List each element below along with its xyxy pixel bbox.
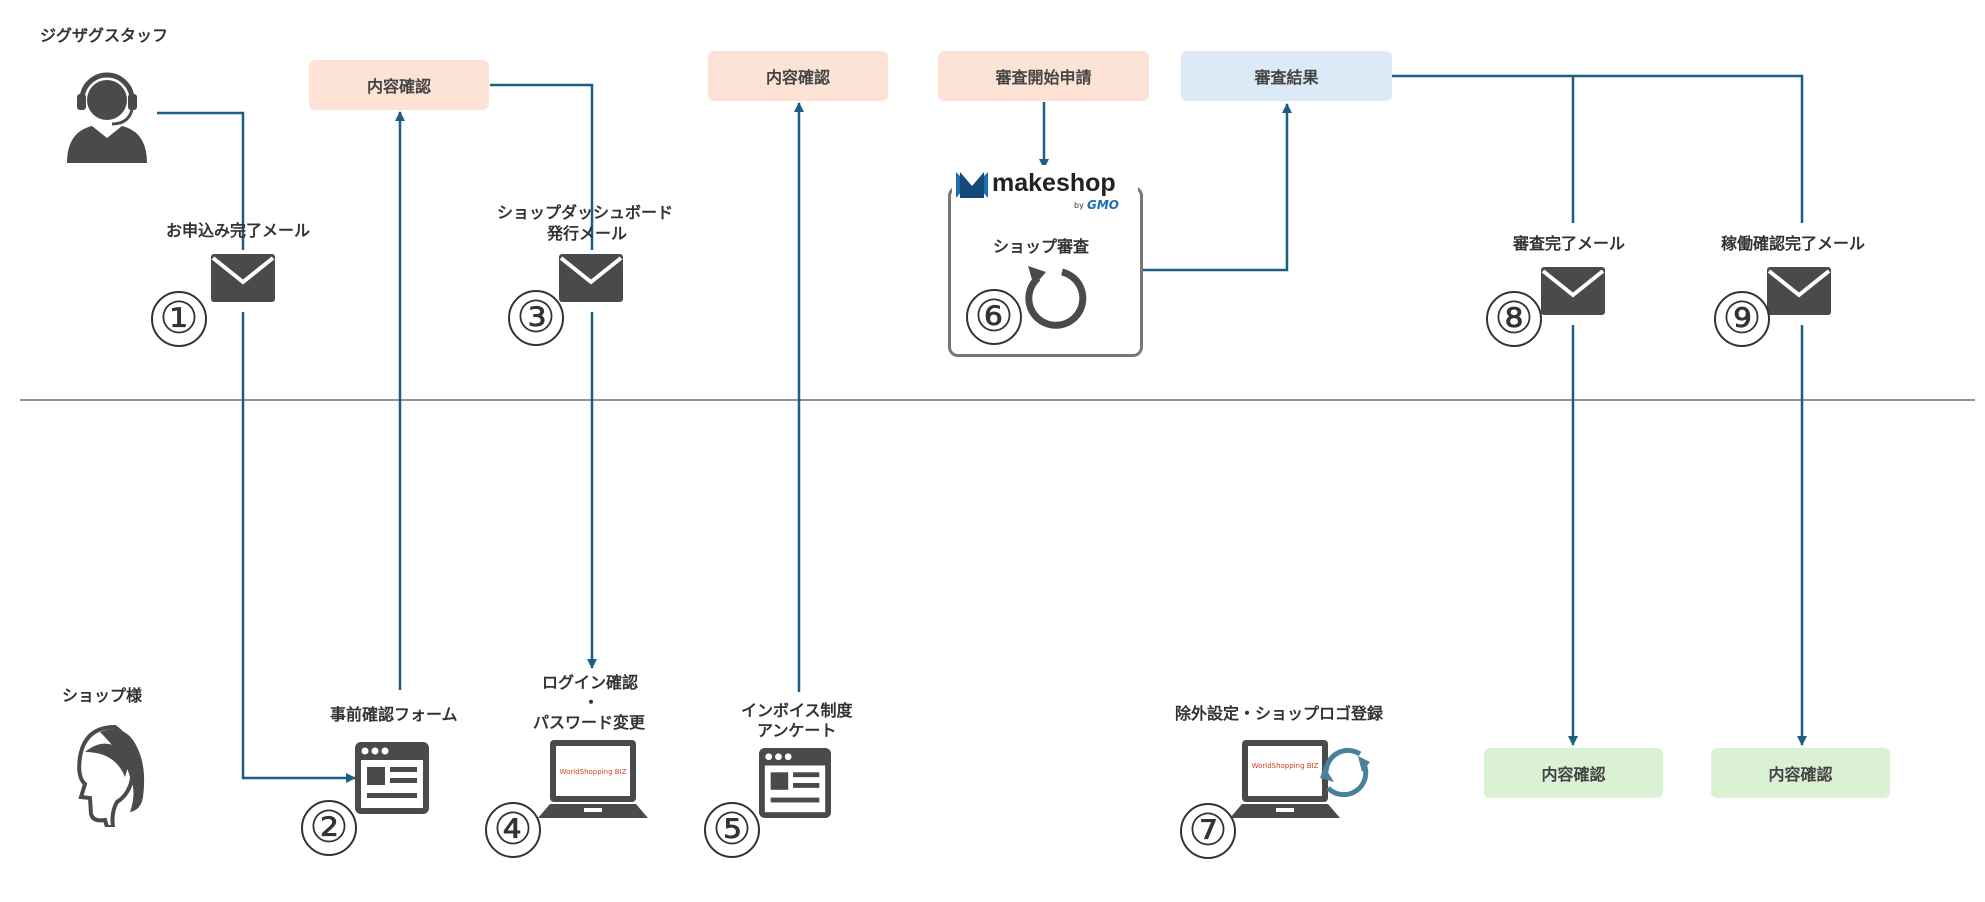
line-confirm-1-to-mail-3 <box>490 83 594 250</box>
laptop-screen-text: WorldShopping BIZ <box>1252 762 1319 770</box>
form-window-icon <box>759 747 831 819</box>
confirm-box-1: 内容確認 <box>309 60 489 110</box>
line-mail-1-to-form-2 <box>241 312 356 783</box>
step-4-label-line-2: ・ <box>583 693 600 712</box>
staff-role-label: ジグザグスタッフ <box>40 26 169 45</box>
step-2-label: 事前確認フォーム <box>330 705 458 724</box>
makeshop-gmo-text: GMO <box>1087 198 1119 212</box>
makeshop-brand-text: makeshop <box>992 169 1116 197</box>
step-8-number: ⑧ <box>1486 291 1542 347</box>
step-7-label: 除外設定・ショップロゴ登録 <box>1175 704 1384 723</box>
confirm-box-8: 内容確認 <box>1484 748 1663 798</box>
step-8-label: 審査完了メール <box>1513 234 1626 253</box>
step-6-label: ショップ審査 <box>993 237 1090 256</box>
mail-icon <box>211 254 275 302</box>
mail-icon <box>1541 267 1605 315</box>
step-4-number: ④ <box>485 802 541 858</box>
step-7-number: ⑦ <box>1180 803 1236 859</box>
makeshop-m-icon <box>956 172 988 198</box>
review-result-box: 審査結果 <box>1181 51 1392 101</box>
step-4-label-line-1: ログイン確認 <box>542 673 639 692</box>
step-5-number: ⑤ <box>704 802 760 858</box>
mail-icon <box>1767 267 1831 315</box>
laptop-refresh-icon: WorldShopping BIZ <box>1230 740 1370 818</box>
laptop-screen-text: WorldShopping BIZ <box>560 768 627 776</box>
step-6-number: ⑥ <box>966 289 1022 345</box>
shop-role-label: ショップ様 <box>62 686 143 705</box>
review-request-box: 審査開始申請 <box>938 51 1149 101</box>
step-1-number: ① <box>151 291 207 347</box>
form-window-icon <box>355 742 429 814</box>
step-3-label-line-1: ショップダッシュボード <box>497 203 674 222</box>
line-result-to-branches <box>1392 74 1804 223</box>
step-5-label-line-2: アンケート <box>757 721 837 740</box>
step-5-label-line-1: インボイス制度 <box>741 701 853 720</box>
mail-icon <box>559 254 623 302</box>
confirm-box-9: 内容確認 <box>1711 748 1890 798</box>
step-2-number: ② <box>301 800 357 856</box>
makeshop-logo: makeshop by GMO <box>952 165 1138 215</box>
step-9-label: 稼働確認完了メール <box>1721 234 1866 253</box>
laptop-icon: WorldShopping BIZ <box>538 740 648 818</box>
step-3-label-line-2: 発行メール <box>547 224 628 243</box>
makeshop-by-text: by <box>1074 201 1084 210</box>
step-4-label-line-3: パスワード変更 <box>533 713 646 732</box>
line-review-to-result <box>1140 103 1292 272</box>
step-1-label: お申込み完了メール <box>166 221 311 240</box>
line-staff-to-mail-1 <box>157 111 245 250</box>
refresh-icon <box>1025 266 1087 329</box>
staff-headset-icon <box>67 72 147 163</box>
confirm-box-2: 内容確認 <box>708 51 888 101</box>
step-9-number: ⑨ <box>1714 291 1770 347</box>
shop-woman-icon <box>77 724 145 827</box>
step-3-number: ③ <box>508 290 564 346</box>
